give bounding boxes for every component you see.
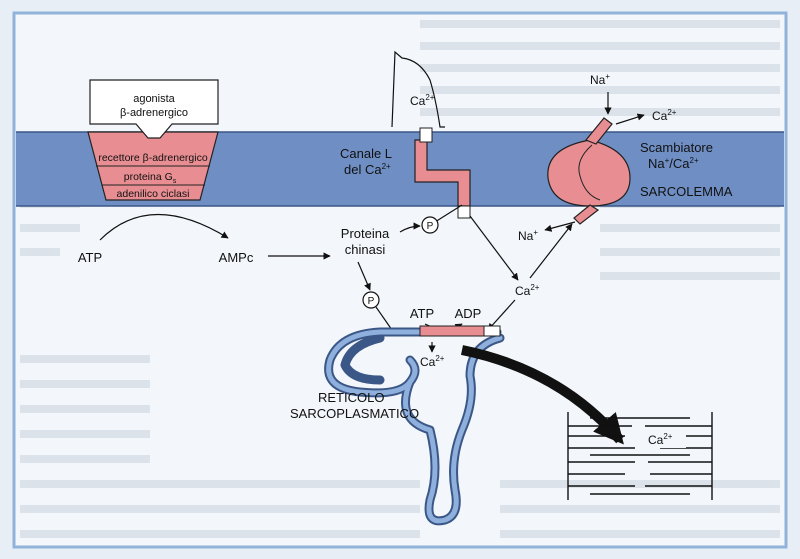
gprotein-label: proteina Gs bbox=[124, 171, 177, 185]
p-label-1: P bbox=[427, 221, 434, 232]
l-type-channel bbox=[414, 127, 471, 219]
p-label-2: P bbox=[368, 296, 375, 307]
phosphate-sr bbox=[362, 291, 380, 309]
atp-sr-label: ATP bbox=[410, 306, 434, 321]
ca-release-arrow bbox=[460, 345, 624, 445]
ca-mid-label: Ca2+ bbox=[515, 283, 540, 298]
adp-sr-label: ADP bbox=[455, 306, 482, 321]
sarcolemma-label: SARCOLEMMA bbox=[640, 184, 733, 199]
atp-to-ampc-arrow bbox=[99, 213, 229, 241]
receptor-complex bbox=[87, 79, 219, 201]
ca-sr-label: Ca2+ bbox=[420, 354, 445, 369]
agonist-label-2: β-adrenergico bbox=[120, 107, 188, 119]
sr-pump bbox=[419, 325, 485, 337]
lchannel-label-2: del Ca2+ bbox=[344, 162, 391, 177]
na-top-label: Na+ bbox=[590, 72, 610, 87]
reticolo-label-2: SARCOPLASMATICO bbox=[290, 406, 419, 421]
adenylyl-label: adenilico ciclasi bbox=[117, 188, 190, 200]
pk-label-1: Proteina bbox=[341, 226, 390, 241]
myofilaments bbox=[567, 412, 713, 500]
na-in-label: Na+ bbox=[518, 228, 538, 243]
na-ca-exchanger bbox=[547, 117, 631, 225]
agonist-label: agonista bbox=[133, 93, 175, 105]
exchanger-label-1: Scambiatore bbox=[640, 140, 713, 155]
ca-top-label: Ca2+ bbox=[410, 93, 435, 108]
reticolo-label-1: RETICOLO bbox=[318, 390, 384, 405]
exchanger-label-2: Na+/Ca2+ bbox=[648, 156, 699, 171]
background-text-lines bbox=[20, 20, 780, 538]
ca-myo-label: Ca2+ bbox=[648, 432, 673, 447]
ca-exch-out-label: Ca2+ bbox=[652, 108, 677, 123]
lchannel-label-1: Canale L bbox=[340, 146, 392, 161]
action-potential-trace bbox=[391, 50, 445, 128]
phosphate-channel bbox=[421, 216, 439, 234]
pk-label-2: chinasi bbox=[345, 242, 386, 257]
ampc-label: AMPc bbox=[219, 250, 254, 265]
receptor-label: recettore β-adrenergico bbox=[98, 152, 208, 164]
atp-left-label: ATP bbox=[78, 250, 102, 265]
